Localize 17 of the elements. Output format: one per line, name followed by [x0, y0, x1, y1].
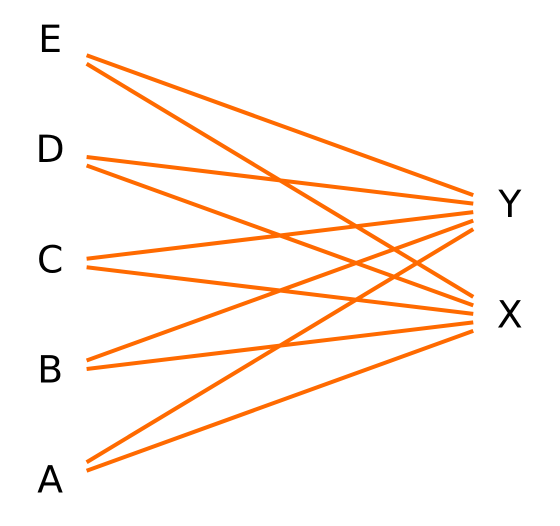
connector — [86, 328, 474, 473]
connector — [86, 164, 474, 308]
connector — [86, 53, 474, 198]
connector — [86, 210, 474, 261]
connector — [86, 218, 474, 362]
node-text: B — [37, 347, 64, 392]
node-text: Y — [498, 182, 522, 226]
node-text: X — [496, 292, 523, 336]
node-text: E — [38, 16, 62, 61]
connector — [86, 227, 474, 464]
connector — [86, 62, 474, 299]
connector — [86, 155, 474, 206]
connector — [86, 320, 474, 371]
node-text: D — [36, 127, 65, 172]
node-text: C — [37, 237, 64, 282]
node-text: A — [37, 458, 64, 502]
connector — [86, 265, 474, 316]
